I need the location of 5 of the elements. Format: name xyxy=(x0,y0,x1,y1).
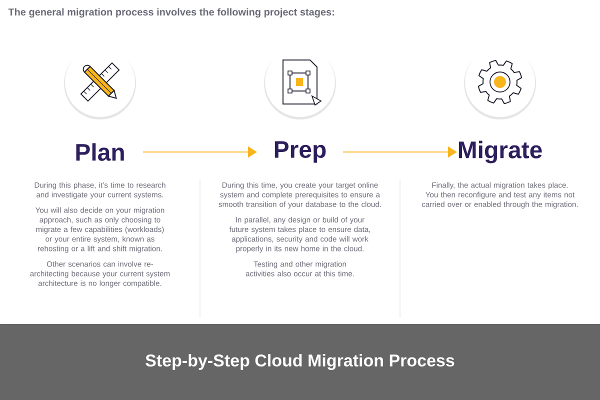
stage-title: Plan xyxy=(76,143,124,161)
caption-banner: Step-by-Step Cloud Migration Process xyxy=(0,324,600,400)
stage-title: Prep xyxy=(274,141,326,163)
stage-title: Migrate xyxy=(458,140,542,164)
intro-text: The general migration process involves the following project stages: xyxy=(8,8,334,18)
